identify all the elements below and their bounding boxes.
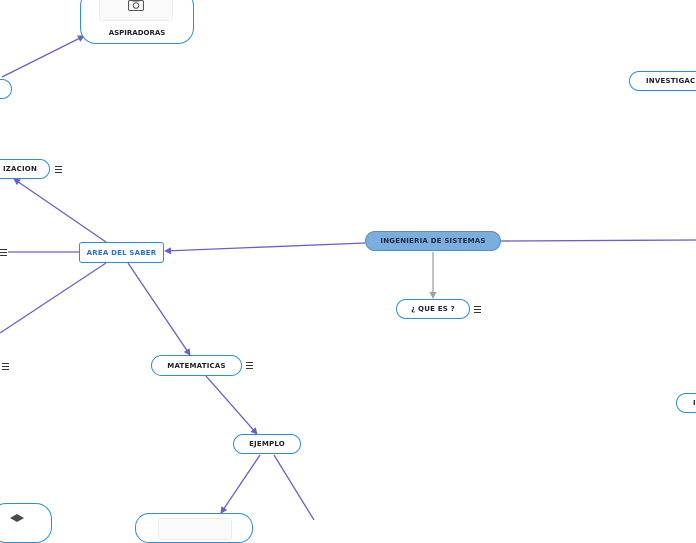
image-placeholder	[158, 518, 232, 540]
link-area-matematicas	[127, 262, 191, 356]
notes-icon[interactable]	[55, 166, 62, 173]
node-right-partial[interactable]: I	[676, 393, 696, 413]
node-root[interactable]: INGENIERIA DE SISTEMAS	[365, 231, 501, 251]
notes-icon[interactable]	[246, 362, 253, 369]
notes-icon[interactable]	[0, 249, 7, 256]
image-placeholder	[99, 0, 173, 21]
aspiradoras-card[interactable]: ASPIRADORAS	[80, 0, 194, 44]
link-root-right	[500, 239, 696, 242]
node-area-del-saber[interactable]: AREA DEL SABER	[79, 242, 164, 263]
node-ejemplo-label: EJEMPLO	[249, 440, 285, 448]
link-area-lower-left	[0, 262, 107, 334]
node-que-es-label: ¿ QUE ES ?	[411, 305, 455, 313]
link-ejemplo-bottom-left	[220, 454, 261, 514]
node-organizacion[interactable]: IZACION	[0, 159, 50, 179]
node-area-del-saber-label: AREA DEL SABER	[86, 248, 157, 257]
node-investigacion-label: INVESTIGAC	[646, 77, 696, 85]
node-matematicas-label: MATEMATICAS	[167, 361, 226, 370]
node-ejemplo[interactable]: EJEMPLO	[233, 434, 301, 454]
node-que-es[interactable]: ¿ QUE ES ?	[396, 299, 470, 319]
link-aspiradoras	[1, 35, 85, 78]
link-root-area	[164, 242, 366, 255]
node-investigacion[interactable]: INVESTIGAC	[629, 71, 696, 91]
aspiradoras-label: ASPIRADORAS	[108, 29, 166, 37]
node-organizacion-label: IZACION	[2, 165, 38, 173]
link-matematicas-ejemplo	[205, 375, 258, 435]
cube-icon	[10, 514, 24, 522]
notes-icon[interactable]	[474, 306, 481, 313]
link-ejemplo-bottom-right	[273, 454, 315, 520]
node-matematicas[interactable]: MATEMATICAS	[151, 355, 242, 376]
connector-layer	[0, 35, 696, 520]
node-root-label: INGENIERIA DE SISTEMAS	[380, 237, 486, 245]
node-bottom-middle-card[interactable]	[135, 513, 253, 543]
notes-icon[interactable]	[2, 363, 9, 370]
camera-icon	[128, 0, 144, 11]
link-area-organizacion	[13, 178, 107, 243]
node-bottom-left-card[interactable]	[0, 503, 52, 543]
node-right-partial-label: I	[693, 399, 696, 407]
